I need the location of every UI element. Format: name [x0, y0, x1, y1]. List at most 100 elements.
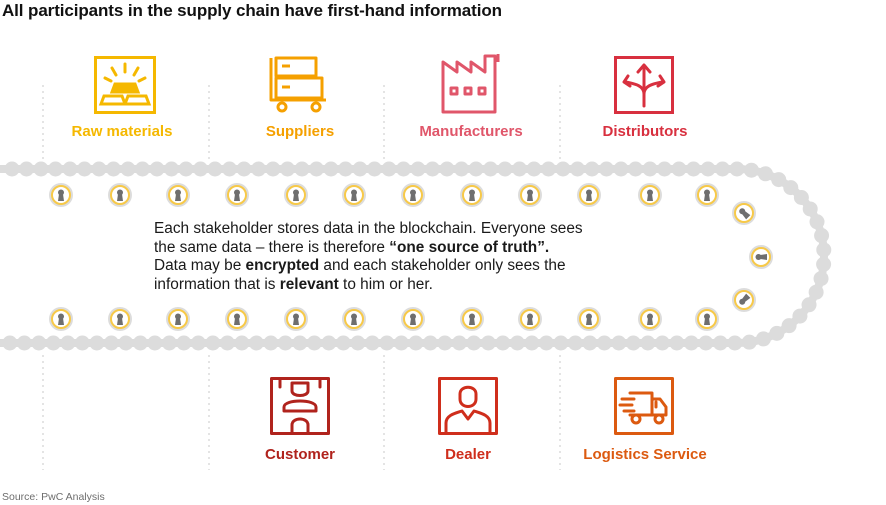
- padlock-keyhole-icon: [234, 189, 240, 201]
- chain-link: [483, 161, 498, 177]
- chain-link: [62, 161, 78, 177]
- chain-link: [280, 161, 295, 177]
- chain-link: [408, 335, 424, 351]
- chain-link: [309, 161, 324, 177]
- chain-link: [454, 161, 469, 177]
- padlock-keyhole-icon: [58, 313, 64, 325]
- chain-link: [236, 161, 252, 177]
- chain-link: [193, 161, 208, 177]
- chain-link: [335, 335, 351, 351]
- chain-link: [120, 161, 136, 177]
- padlock-keyhole-icon: [351, 189, 357, 201]
- padlock-keyhole-icon: [410, 189, 416, 201]
- chain-link: [813, 271, 829, 287]
- chain-link: [793, 189, 809, 205]
- chain-link: [176, 335, 192, 351]
- chain-link: [582, 335, 598, 351]
- chain-link: [729, 161, 745, 177]
- description-line-3: Data may be encrypted and each stakehold…: [154, 257, 566, 274]
- chain-link: [147, 335, 163, 351]
- chain-link: [781, 318, 797, 334]
- customer-at-counter-icon: [270, 377, 330, 435]
- chain-link: [306, 335, 322, 351]
- padlock-keyhole-icon: [58, 189, 64, 201]
- blockchain-description: Each stakeholder stores data in the bloc…: [154, 220, 624, 294]
- person-icon: [438, 377, 498, 435]
- chain-link: [251, 161, 266, 177]
- chain-link: [161, 335, 177, 351]
- factory-icon: [441, 52, 501, 114]
- chain-link: [596, 335, 612, 351]
- chain-link: [323, 161, 339, 177]
- chain-link: [396, 161, 411, 177]
- chain-link: [712, 335, 728, 351]
- page-title: All participants in the supply chain hav…: [2, 1, 502, 20]
- chain-link: [809, 214, 825, 230]
- padlock-keyhole-icon: [175, 189, 181, 201]
- chain-link: [364, 335, 380, 351]
- chain-link: [741, 334, 757, 350]
- chain-link: [671, 161, 687, 177]
- chain-link: [410, 161, 426, 177]
- chain-link: [628, 161, 643, 177]
- chain-link: [33, 161, 49, 177]
- padlock-keyhole-icon: [410, 313, 416, 325]
- branching-arrows-icon: [614, 56, 674, 114]
- chain-link: [277, 335, 293, 351]
- padlock-keyhole-icon: [293, 189, 299, 201]
- chain-link: [135, 161, 150, 177]
- chain-link: [321, 335, 337, 351]
- description-line-1: Each stakeholder stores data in the bloc…: [154, 220, 583, 237]
- chain-link: [19, 161, 34, 177]
- chain-link: [555, 161, 571, 177]
- delivery-truck-icon: [614, 377, 674, 435]
- chain-link: [538, 335, 554, 351]
- padlock-keyhole-icon: [293, 313, 299, 325]
- chain-link: [524, 335, 540, 351]
- gold-bars-icon: [94, 56, 156, 114]
- padlock-keyhole-icon: [351, 313, 357, 325]
- chain-link: [613, 161, 629, 177]
- label-suppliers: Suppliers: [265, 123, 335, 140]
- chain-link: [149, 161, 165, 177]
- chain-link: [642, 161, 658, 177]
- chain-link: [567, 335, 583, 351]
- description-line-4: information that is relevant to him or h…: [154, 275, 433, 293]
- padlock-keyhole-icon: [117, 313, 123, 325]
- chain-link: [495, 335, 511, 351]
- chain-link: [2, 335, 18, 351]
- chain-link: [757, 166, 773, 182]
- chain-link: [350, 335, 366, 351]
- chain-link: [106, 161, 121, 177]
- chain-link: [294, 161, 310, 177]
- chain-link: [219, 335, 235, 351]
- chain-link: [657, 161, 672, 177]
- chain-link: [700, 161, 716, 177]
- chain-link: [769, 325, 785, 341]
- hand-truck-boxes-icon: [268, 56, 330, 114]
- description-line-2: the same data – there is therefore “one …: [154, 238, 550, 256]
- chain-link: [640, 335, 656, 351]
- chain-link: [792, 308, 808, 324]
- chain-link: [480, 335, 496, 351]
- chain-link: [132, 335, 148, 351]
- chain-link: [570, 161, 585, 177]
- padlock-keyhole-icon: [175, 313, 181, 325]
- padlock-keyhole-icon: [527, 189, 533, 201]
- padlock-keyhole-icon: [469, 313, 475, 325]
- chain-link: [207, 161, 223, 177]
- chain-link: [352, 161, 368, 177]
- chain-link: [190, 335, 206, 351]
- chain-link: [783, 180, 799, 196]
- label-dealer: Dealer: [445, 446, 491, 463]
- chain-link: [91, 161, 107, 177]
- padlock-keyhole-icon: [586, 313, 592, 325]
- chain-link: [439, 161, 455, 177]
- chain-link: [683, 335, 699, 351]
- chain-link: [4, 161, 20, 177]
- label-logistics-service: Logistics Service: [583, 446, 707, 463]
- chain-link: [743, 162, 759, 178]
- chain-link: [802, 201, 818, 217]
- chain-link: [393, 335, 409, 351]
